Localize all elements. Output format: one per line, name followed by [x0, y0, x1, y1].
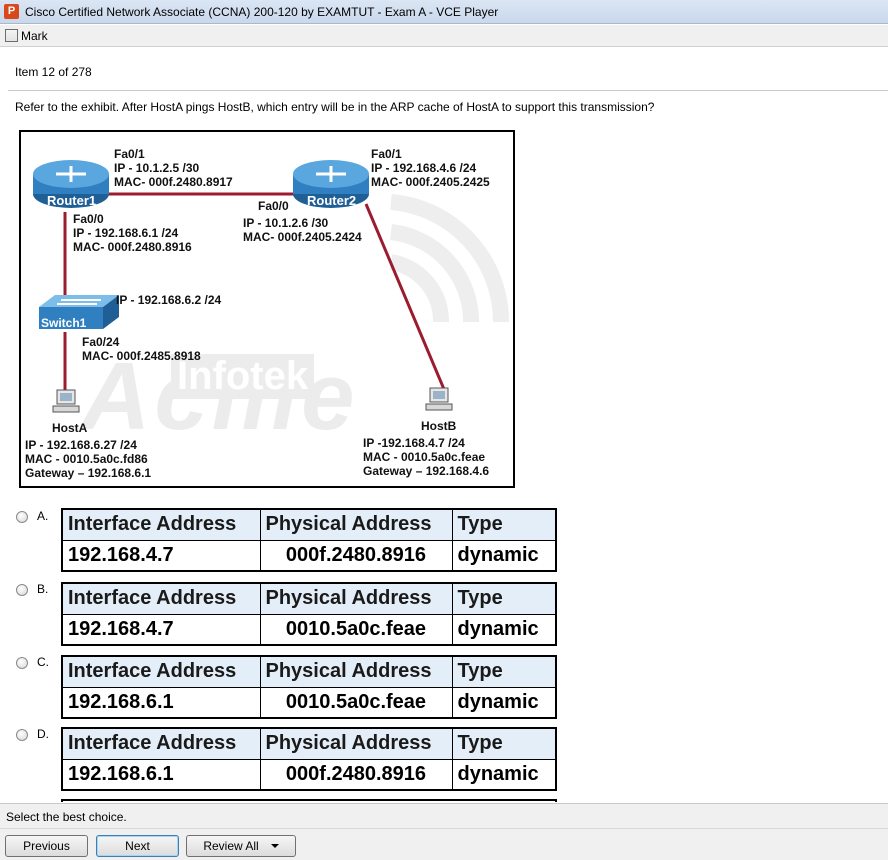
option-d-interface: 192.168.6.1: [61, 758, 261, 791]
mark-label[interactable]: Mark: [21, 28, 48, 43]
switch1-name: Switch1: [41, 316, 87, 330]
hostb-icon: [425, 387, 453, 411]
option-b-header-physical: Physical Address: [259, 582, 453, 615]
item-counter: Item 12 of 278: [15, 65, 92, 79]
option-a-interface: 192.168.4.7: [61, 539, 261, 572]
navigation-bar: Previous Next Review All: [0, 828, 888, 860]
option-c-interface: 192.168.6.1: [61, 686, 261, 719]
option-a-letter[interactable]: A.: [37, 509, 49, 523]
option-a-type: dynamic: [451, 539, 557, 572]
option-d-table[interactable]: Interface Address Physical Address Type …: [61, 727, 557, 791]
app-icon: P: [4, 4, 19, 19]
title-bar: P Cisco Certified Network Associate (CCN…: [0, 0, 888, 24]
next-button[interactable]: Next: [96, 835, 179, 857]
router2-icon: [293, 160, 369, 208]
exhibit-diagram: Acme Infotek: [19, 130, 515, 488]
hostb-details: IP -192.168.4.7 /24 MAC - 0010.5a0c.feae…: [363, 436, 490, 478]
window-title: Cisco Certified Network Associate (CCNA)…: [25, 4, 499, 19]
option-d-letter[interactable]: D.: [37, 727, 49, 741]
option-c-header-type: Type: [451, 655, 557, 688]
option-d-header-physical: Physical Address: [259, 727, 453, 760]
option-b-letter[interactable]: B.: [37, 582, 49, 596]
router2-fa01-label: Fa0/1 IP - 192.168.4.6 /24 MAC- 000f.240…: [371, 147, 490, 189]
router2-name: Router2: [307, 193, 357, 208]
mark-checkbox[interactable]: [5, 29, 18, 42]
toolbar: Mark: [0, 25, 888, 47]
divider: [8, 90, 888, 91]
switch1-fa024-label: Fa0/24 MAC- 000f.2485.8918: [82, 335, 201, 363]
option-b-header-type: Type: [451, 582, 557, 615]
option-b-type: dynamic: [451, 613, 557, 646]
router1-name: Router1: [47, 193, 97, 208]
option-b-physical: 0010.5a0c.feae: [259, 613, 453, 646]
router2-fa00-port: Fa0/0: [258, 199, 289, 213]
option-c-type: dynamic: [451, 686, 557, 719]
option-d-header-interface: Interface Address: [61, 727, 261, 760]
question-text: Refer to the exhibit. After HostA pings …: [15, 100, 655, 114]
previous-button[interactable]: Previous: [5, 835, 88, 857]
hostb-name: HostB: [421, 419, 457, 433]
router1-icon: [33, 160, 109, 208]
option-b-header-interface: Interface Address: [61, 582, 261, 615]
watermark-infotek: Infotek: [171, 354, 315, 399]
option-b-interface: 192.168.4.7: [61, 613, 261, 646]
option-d-type: dynamic: [451, 758, 557, 791]
hosta-name: HostA: [52, 421, 88, 435]
router1-fa00-label: Fa0/0 IP - 192.168.6.1 /24 MAC- 000f.248…: [73, 212, 192, 254]
option-a-physical: 000f.2480.8916: [259, 539, 453, 572]
option-d-physical: 000f.2480.8916: [259, 758, 453, 791]
option-c-letter[interactable]: C.: [37, 655, 49, 669]
hosta-details: IP - 192.168.6.27 /24 MAC - 0010.5a0c.fd…: [25, 438, 152, 480]
review-all-label: Review All: [203, 839, 259, 853]
hosta-icon: [52, 389, 80, 413]
exhibit-graphics: [33, 160, 510, 413]
review-all-button[interactable]: Review All: [186, 835, 296, 857]
option-d-radio[interactable]: [16, 729, 28, 741]
switch1-icon: [39, 295, 119, 329]
option-a-radio[interactable]: [16, 511, 28, 523]
dropdown-arrow-icon: [270, 844, 279, 848]
router2-fa00-label: IP - 10.1.2.6 /30 MAC- 000f.2405.2424: [243, 216, 362, 244]
option-b-radio[interactable]: [16, 584, 28, 596]
option-c-header-interface: Interface Address: [61, 655, 261, 688]
option-a-header-physical: Physical Address: [259, 508, 453, 541]
option-c-table[interactable]: Interface Address Physical Address Type …: [61, 655, 557, 719]
option-a-header-interface: Interface Address: [61, 508, 261, 541]
option-c-header-physical: Physical Address: [259, 655, 453, 688]
link-r2-hostb: [364, 203, 448, 395]
option-d-header-type: Type: [451, 727, 557, 760]
option-b-table[interactable]: Interface Address Physical Address Type …: [61, 582, 557, 646]
hint-bar: Select the best choice.: [0, 803, 888, 828]
option-c-physical: 0010.5a0c.feae: [259, 686, 453, 719]
router1-fa01-label: Fa0/1 IP - 10.1.2.5 /30 MAC- 000f.2480.8…: [114, 147, 233, 189]
option-c-radio[interactable]: [16, 657, 28, 669]
option-a-table[interactable]: Interface Address Physical Address Type …: [61, 508, 557, 572]
next-option-edge: [61, 799, 557, 802]
option-a-header-type: Type: [451, 508, 557, 541]
switch1-ip-label: IP - 192.168.6.2 /24: [116, 293, 222, 307]
hint-text: Select the best choice.: [6, 810, 127, 824]
